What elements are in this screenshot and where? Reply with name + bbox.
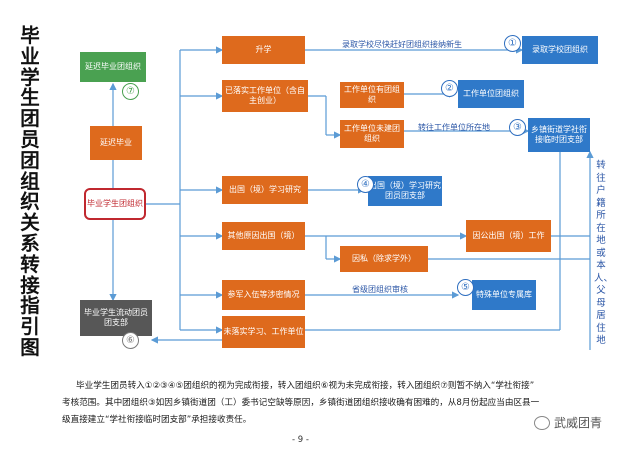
provincial-review-edge-label: 省级团组织审核 [352, 285, 408, 294]
number-6: ⑥ [122, 332, 139, 349]
footnote-line-3: 级直接建立“学社衔接临时团支部”承担接收责任。 [62, 415, 252, 425]
admit-edge-label: 录取学校尽快赶好团组织接纳新生 [342, 40, 462, 49]
number-3: ③ [509, 119, 526, 136]
watermark-text: 武威团青 [554, 416, 603, 430]
floating-member-branch-node: 毕业学生流动团员团支部 [80, 300, 152, 336]
household-transfer-label: 转往户籍所在地或本人、父母居住地 [594, 160, 614, 346]
study-abroad-node: 出国（境）学习研究 [222, 176, 308, 204]
destination-abroad-node: 出国（境）学习研究团员团支部 [368, 176, 442, 206]
delay-graduation-node: 延迟毕业 [90, 126, 142, 160]
promote-node: 升学 [222, 36, 305, 64]
employer-with-org-node: 工作单位有团组织 [340, 82, 404, 108]
footnote-line-2: 考核范围。其中团组织③如因乡镇街道团（工）委书记空缺等原因，乡镇街道团组织接收确… [62, 398, 540, 408]
enlist-node: 参军入伍等涉密情况 [222, 280, 305, 310]
private-abroad-node: 因私（除求学外） [340, 246, 428, 272]
graduate-member-node: 毕业学生团组织 [84, 188, 146, 220]
number-4: ④ [357, 176, 374, 193]
public-abroad-node: 因公出国（境）工作 [466, 220, 551, 252]
watermark: 武威团青 [534, 414, 602, 431]
vertical-title: 毕业学 生团员 团组织 关系转 接指引 图 [20, 24, 40, 359]
destination-special-node: 特殊单位专属库 [472, 280, 536, 310]
destination-employer-node: 工作单位团组织 [458, 80, 524, 108]
destination-street-node: 乡镇街道学社衔接临时团支部 [528, 118, 590, 152]
footnote: 毕业学生团员转入①②③④⑤团组织的视为完成衔接，转入团组织⑥视为未完成衔接，转入… [62, 378, 582, 429]
destination-school-node: 录取学校团组织 [522, 36, 598, 64]
number-5: ⑤ [457, 279, 474, 296]
number-2: ② [441, 80, 458, 97]
wechat-icon [534, 415, 550, 430]
footnote-line-1: 毕业学生团员转入①②③④⑤团组织的视为完成衔接，转入团组织⑥视为未完成衔接，转入… [76, 381, 535, 391]
number-1: ① [504, 35, 521, 52]
employer-without-org-node: 工作单位未建团组织 [340, 120, 404, 148]
page-number: - 9 - [292, 435, 309, 445]
transfer-local-edge-label: 转往工作单位所在地 [418, 123, 490, 132]
other-abroad-node: 其他原因出国（境） [222, 222, 305, 250]
not-placed-node: 未落实学习、工作单位 [222, 316, 305, 348]
employed-node: 已落实工作单位（含自主创业） [222, 80, 308, 112]
delay-graduation-org-node: 延迟毕业团组织 [80, 52, 146, 82]
number-7: ⑦ [122, 83, 139, 100]
